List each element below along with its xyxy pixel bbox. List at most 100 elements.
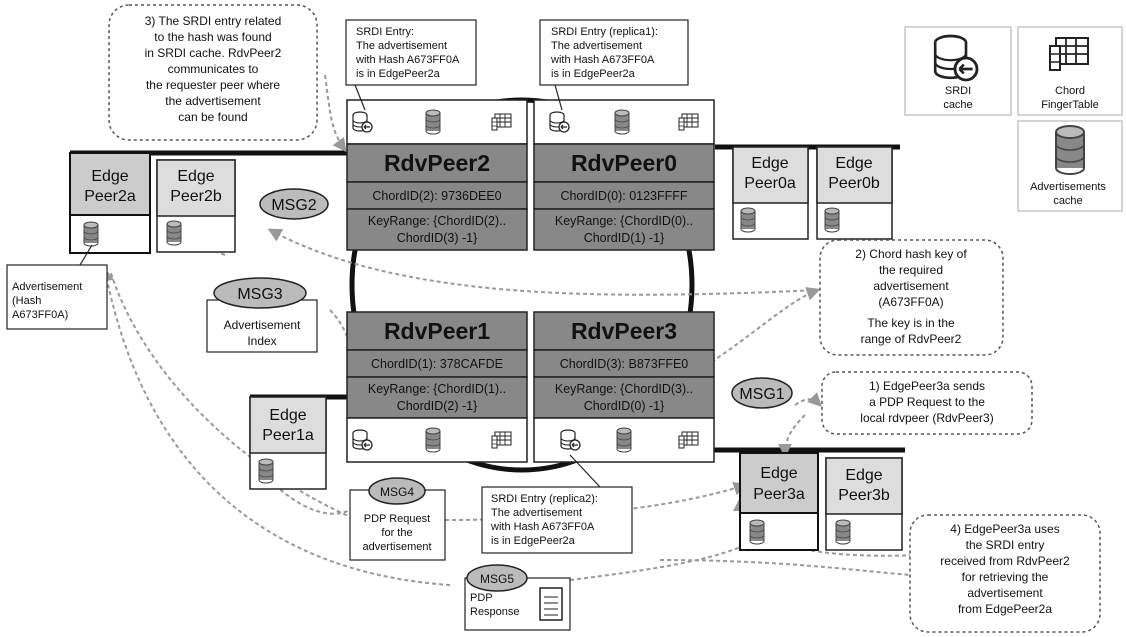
msg5-caption-line1: PDP — [470, 592, 493, 604]
note-step1-line: local rdvpeer (RdvPeer3) — [860, 411, 993, 425]
advertisements-cache-icon — [1055, 125, 1085, 175]
note-step4-line: from EdgePeer2a — [958, 602, 1052, 616]
legend-chord-line2: FingerTable — [1041, 99, 1098, 111]
srdi-replica1-line: is in EdgePeer2a — [551, 68, 636, 80]
advertisement-label-line: Advertisement — [12, 281, 82, 293]
edgepeer2b-line1: Edge — [177, 168, 214, 185]
rdvpeer0-keyrange-2: ChordID(1) -1} — [584, 231, 665, 245]
edgepeer1a: Edge Peer1a — [249, 396, 327, 490]
legend-adv-line2: cache — [1053, 195, 1082, 207]
database-icon — [166, 220, 182, 246]
msg1-label: MSG1 — [739, 386, 784, 403]
rdvpeer0: RdvPeer0 ChordID(0): 0123FFFF KeyRange: … — [533, 99, 715, 251]
msg3-label: MSG3 — [237, 286, 282, 303]
srdi-replica2-line: is in EdgePeer2a — [491, 535, 576, 547]
edgepeer2b: Edge Peer2b — [156, 159, 236, 253]
edgepeer0a: Edge Peer0a — [732, 146, 809, 240]
msg3-caption-line2: Index — [247, 334, 276, 348]
legend-advertisements-cache: Advertisements cache — [1017, 120, 1123, 212]
database-icon — [749, 519, 765, 545]
msg1-badge: MSG1 — [731, 377, 793, 409]
msg5-caption-line2: Response — [470, 606, 520, 618]
advertisement-label-line: A673FF0A) — [12, 309, 68, 321]
rdvpeer2-chordid: ChordID(2): 9736DEE0 — [372, 189, 501, 203]
rdvpeer3-title: RdvPeer3 — [571, 318, 677, 344]
srdi-entry-callout: SRDI Entry: The advertisement with Hash … — [345, 19, 477, 111]
edgepeer3a-line2: Peer3a — [753, 486, 805, 503]
note-step4-line: advertisement — [967, 586, 1043, 600]
note-step2-line: (A673FF0A) — [878, 295, 943, 309]
rdvpeer2: RdvPeer2 ChordID(2): 9736DEE0 KeyRange: … — [346, 99, 528, 251]
note-step1-line: 1) EdgePeer3a sends — [869, 379, 985, 393]
note-step2-line: the required — [879, 263, 943, 277]
msg5-label: MSG5 — [480, 572, 514, 586]
note-step4-line: for retrieving the — [962, 570, 1049, 584]
rdvpeer2-keyrange-2: ChordID(3) -1} — [397, 231, 478, 245]
rdvpeer1-title: RdvPeer1 — [384, 318, 490, 344]
rdvpeer1-keyrange-1: KeyRange: {ChordID(1).. — [368, 382, 506, 396]
edgepeer3b: Edge Peer3b — [825, 457, 903, 551]
note-step4-line: 4) EdgePeer3a uses — [950, 522, 1059, 536]
legend-srdi-cache: SRDI cache — [904, 26, 1012, 116]
edgepeer0b-line1: Edge — [835, 155, 872, 172]
srdi-replica1-line: with Hash A673FF0A — [550, 54, 655, 66]
legend-srdi-line1: SRDI — [945, 85, 971, 97]
edgepeer0a-line1: Edge — [751, 155, 788, 172]
database-icon — [740, 207, 756, 233]
msg3-caption-line1: Advertisement — [224, 318, 301, 332]
legend-srdi-line2: cache — [943, 99, 972, 111]
edgepeer2a-line1: Edge — [91, 168, 128, 185]
legend-adv-line1: Advertisements — [1030, 181, 1106, 193]
srdi-replica1-callout: SRDI Entry (replica1): The advertisement… — [539, 19, 689, 111]
srdi-replica2-line: The advertisement — [491, 507, 582, 519]
edgepeer0a-line2: Peer0a — [744, 175, 796, 192]
edgepeer3b-line1: Edge — [845, 467, 882, 484]
edgepeer0b-line2: Peer0b — [828, 175, 880, 192]
rdvpeer0-title: RdvPeer0 — [571, 150, 677, 176]
msg5-group: MSG5 PDP Response — [464, 564, 571, 631]
rdvpeer3-keyrange-1: KeyRange: {ChordID(3).. — [555, 382, 693, 396]
srdi-entry-line: SRDI Entry: — [356, 26, 414, 38]
note-step2: 2) Chord hash key of the required advert… — [819, 239, 1004, 356]
rdvpeer2-keyrange-1: KeyRange: {ChordID(2).. — [368, 214, 506, 228]
rdvpeer3-keyrange-2: ChordID(0) -1} — [584, 399, 665, 413]
note-step2-line: range of RdvPeer2 — [861, 332, 962, 346]
note-step4-line: received from RdvPeer2 — [940, 554, 1070, 568]
edgepeer0b: Edge Peer0b — [816, 146, 893, 240]
srdi-replica2-line: with Hash A673FF0A — [490, 521, 595, 533]
edgepeer2a: Edge Peer2a — [69, 152, 151, 254]
edgepeer2b-line2: Peer2b — [170, 188, 222, 205]
msg3-group: MSG3 Advertisement Index — [206, 277, 318, 353]
note-step3: 3) The SRDI entry related to the hash wa… — [108, 4, 318, 141]
rdvpeer0-keyrange-1: KeyRange: {ChordID(0).. — [555, 214, 693, 228]
msg4-label: MSG4 — [380, 485, 414, 499]
rdvpeer1: RdvPeer1 ChordID(1): 378CAFDE KeyRange: … — [346, 311, 528, 463]
srdi-entry-line: with Hash A673FF0A — [355, 54, 460, 66]
edgepeer3a: Edge Peer3a — [739, 452, 819, 551]
edgepeer3a-line1: Edge — [760, 465, 797, 482]
database-icon — [258, 458, 274, 484]
srdi-replica1-line: The advertisement — [551, 40, 642, 52]
srdi-replica1-line: SRDI Entry (replica1): — [551, 26, 658, 38]
msg4-caption-line2: for the — [381, 527, 412, 539]
msg4-group: MSG4 PDP Request for the advertisement — [349, 477, 446, 561]
legend-chord-fingertable: Chord FingerTable — [1017, 26, 1123, 116]
note-step3-line: to the hash was found — [154, 30, 271, 44]
rdvpeer0-chordid: ChordID(0): 0123FFFF — [560, 189, 687, 203]
edgepeer1a-line2: Peer1a — [262, 427, 314, 444]
database-icon — [824, 207, 840, 233]
edgepeer3b-line2: Peer3b — [838, 487, 890, 504]
note-step1-line: a PDP Request to the — [869, 395, 985, 409]
srdi-entry-line: The advertisement — [356, 40, 447, 52]
srdi-replica2-callout: SRDI Entry (replica2): The advertisement… — [481, 454, 633, 554]
msg4-caption-line1: PDP Request — [364, 513, 430, 525]
note-step4-line: the SRDI entry — [966, 538, 1045, 552]
note-step4: 4) EdgePeer3a uses the SRDI entry receiv… — [909, 514, 1101, 633]
note-step2-line: 2) Chord hash key of — [855, 247, 967, 261]
rdvpeer3-chordid: ChordID(3): B873FFE0 — [560, 357, 689, 371]
legend-chord-line1: Chord — [1055, 85, 1085, 97]
note-step2-line: advertisement — [873, 279, 949, 293]
srdi-entry-line: is in EdgePeer2a — [356, 68, 441, 80]
edgepeer1a-line1: Edge — [269, 407, 306, 424]
